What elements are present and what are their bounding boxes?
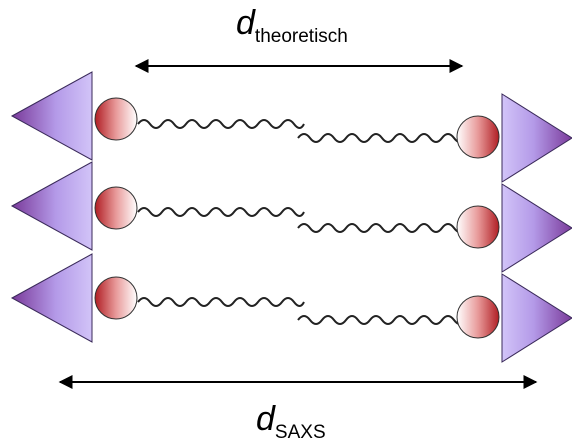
left-triangle xyxy=(10,71,93,161)
left-chain xyxy=(137,119,305,129)
left-chain xyxy=(137,297,305,307)
saxs-distance-label: dSAXS xyxy=(256,400,326,443)
molecule-row-3 xyxy=(10,253,572,363)
saxs-symbol: d xyxy=(256,400,275,438)
right-chain xyxy=(297,223,465,233)
left-chain xyxy=(137,207,305,217)
right-triangle xyxy=(501,273,572,363)
right-bead xyxy=(456,205,500,249)
molecule-row-2 xyxy=(10,161,572,273)
theoretical-symbol: d xyxy=(236,4,255,42)
right-triangle xyxy=(501,93,572,183)
theoretical-distance-label: dtheoretisch xyxy=(236,4,348,47)
left-triangle xyxy=(10,253,93,343)
right-triangle xyxy=(501,183,572,273)
right-bead xyxy=(456,295,500,339)
left-bead xyxy=(94,186,138,230)
theoretical-subscript: theoretisch xyxy=(254,26,348,47)
right-chain xyxy=(297,315,465,325)
right-chain xyxy=(297,133,465,143)
right-bead xyxy=(456,115,500,159)
saxs-subscript: SAXS xyxy=(274,422,326,443)
left-bead xyxy=(94,97,138,141)
left-triangle xyxy=(10,161,93,251)
molecule-row-1 xyxy=(10,71,572,183)
left-bead xyxy=(94,276,138,320)
